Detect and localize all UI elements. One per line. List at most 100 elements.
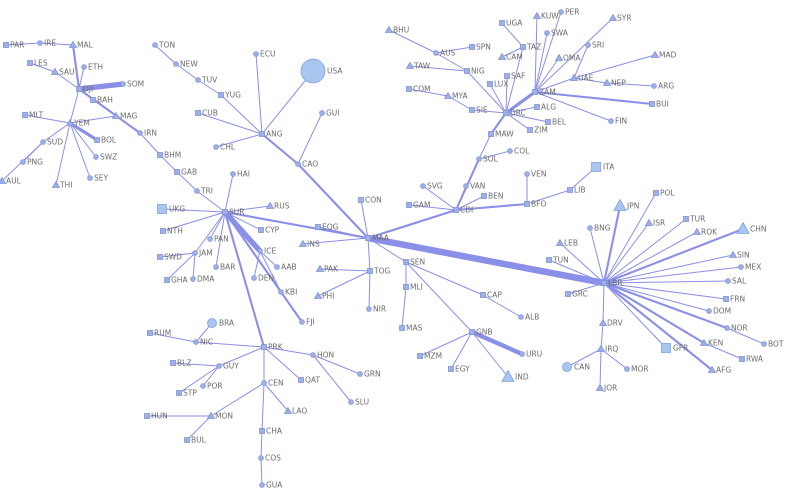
node-marker <box>81 64 87 70</box>
node-label: ZIM <box>534 126 548 135</box>
node-chl: CHL <box>213 143 236 152</box>
edge-aus-nig <box>435 52 468 72</box>
node-label: CAP <box>487 291 502 300</box>
node-marker <box>488 131 494 137</box>
edge-ukg-sur <box>161 208 226 213</box>
node-pak: PAK <box>315 264 339 274</box>
node-label: MAA <box>372 234 390 243</box>
node-nep: NEP <box>602 79 626 88</box>
node-arg: ARG <box>651 82 674 91</box>
node-ire: IRE <box>37 39 56 48</box>
node-marker <box>624 366 630 372</box>
node-label: FJI <box>306 318 315 327</box>
node-cha: CHA <box>259 427 283 436</box>
node-label: IND <box>515 373 529 382</box>
node-swa: SWA <box>544 29 569 38</box>
node-label: TAZ <box>526 43 541 52</box>
node-marker <box>222 209 228 215</box>
node-label: NEP <box>611 79 626 88</box>
node-nig: NIG <box>464 67 485 76</box>
edge-kuw-zam <box>534 15 538 93</box>
node-marker <box>315 264 325 272</box>
node-label: PHI <box>322 292 334 301</box>
node-label: BLZ <box>177 359 191 368</box>
node-slu: SLU <box>348 398 369 407</box>
edge-prk-hon <box>263 346 314 356</box>
edge-sur-fji <box>224 211 303 323</box>
node-label: AFG <box>716 366 731 375</box>
node-marker <box>76 86 82 92</box>
node-cen: CEN <box>261 379 284 388</box>
node-label: CHL <box>220 143 236 152</box>
node-tuv: TUV <box>195 76 218 85</box>
node-marker <box>207 236 213 242</box>
node-label: ITA <box>603 163 615 172</box>
node-label: POL <box>660 189 675 198</box>
node-sur: SUR <box>222 208 244 217</box>
node-drv: DRV <box>598 319 624 328</box>
node-marker <box>585 42 591 48</box>
node-pol: POL <box>653 189 675 198</box>
node-label: TUN <box>552 256 569 265</box>
node-marker <box>93 154 99 160</box>
edge-gab-tri <box>176 171 198 192</box>
node-cub: CUB <box>195 109 218 118</box>
edge-ang-cao <box>261 133 299 165</box>
edge-lux-drc <box>489 83 507 114</box>
node-marker <box>40 139 46 145</box>
node-label: USA <box>327 67 343 76</box>
node-bul: BUL <box>184 436 207 445</box>
node-marker <box>728 250 738 258</box>
node-label: BFO <box>531 200 546 209</box>
edge-nor-lbr <box>603 282 728 329</box>
edge-leb-lbr <box>559 242 605 284</box>
edge-tog-nir <box>368 270 371 310</box>
node-gha: GHA <box>164 276 188 285</box>
node-bol: BOL <box>94 136 117 145</box>
edge-maa-tog <box>367 237 371 272</box>
node-prk: PRK <box>261 343 284 352</box>
edge-ins-maa <box>302 237 369 245</box>
edge-aus-spn <box>435 46 473 54</box>
node-dom: DOM <box>706 307 731 316</box>
node-label: SUD <box>47 138 63 147</box>
node-rus: RUS <box>265 202 290 211</box>
node-tur: TUR <box>683 215 705 224</box>
node-label: COL <box>514 147 530 156</box>
node-marker <box>558 9 564 15</box>
node-mor: MOR <box>624 365 649 374</box>
edge-jpn-lbr <box>602 205 622 284</box>
edge-cub-ang <box>197 112 263 135</box>
node-marker <box>420 183 426 189</box>
node-label: MAG <box>120 112 137 121</box>
node-label: HAI <box>237 170 250 179</box>
node-label: CEN <box>268 379 284 388</box>
node-marker <box>50 67 60 75</box>
node-marker <box>562 362 572 372</box>
edge-zam-bui <box>534 90 653 106</box>
node-lao: LAO <box>283 407 307 416</box>
node-marker <box>518 314 524 320</box>
node-marker <box>195 110 201 116</box>
edge-pan-sur <box>209 211 226 240</box>
node-label: BRA <box>219 319 235 328</box>
node-marker <box>527 127 533 133</box>
node-col: COL <box>507 147 530 156</box>
edge-oma-zam <box>534 57 560 93</box>
node-sal: SAL <box>725 277 747 286</box>
edge-rus-sur <box>224 205 271 213</box>
edge-drc-bel <box>505 112 549 123</box>
node-mag: MAG <box>111 112 137 121</box>
node-marker <box>587 225 593 231</box>
node-marker <box>37 40 43 46</box>
node-tri: TRI <box>194 187 213 196</box>
node-marker <box>433 50 439 56</box>
node-marker <box>464 68 470 74</box>
node-sri: SRI <box>585 41 604 50</box>
node-marker <box>406 202 412 208</box>
node-label: BHU <box>393 26 409 35</box>
node-label: EGY <box>455 365 470 374</box>
node-marker <box>120 81 126 87</box>
node-label: GUY <box>223 362 239 371</box>
node-label: COS <box>265 454 281 463</box>
